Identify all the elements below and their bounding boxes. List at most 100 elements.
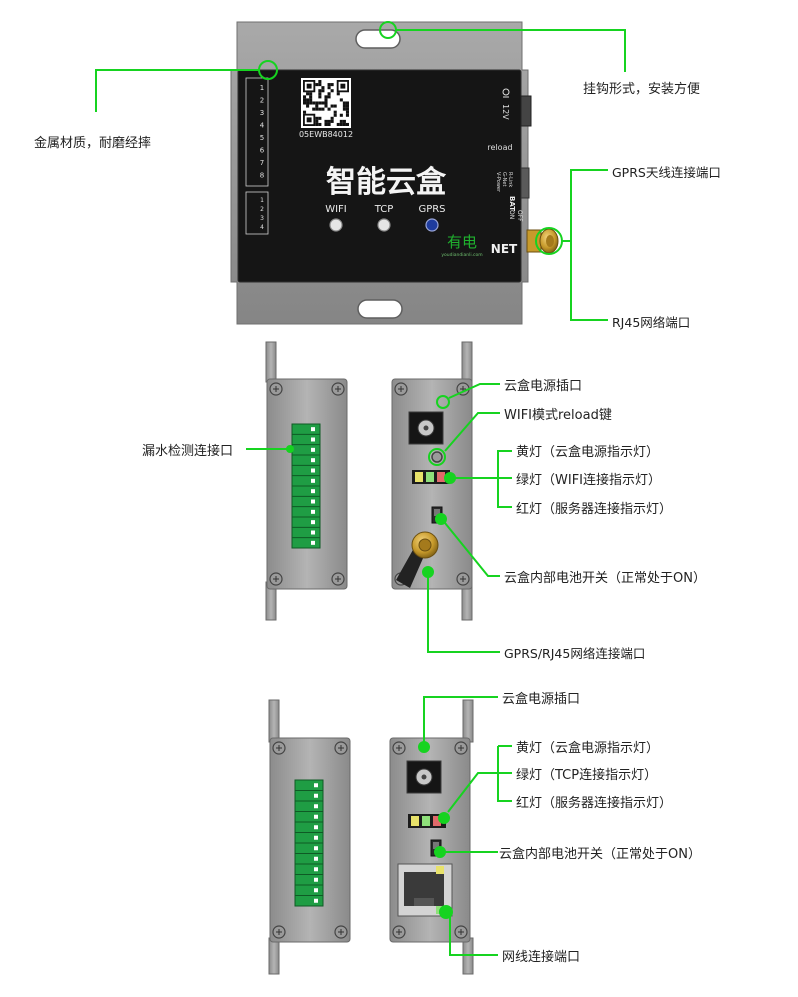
callout-circle-power-gprs xyxy=(436,395,450,409)
terminal-screw xyxy=(314,867,318,872)
callout-dot-rj45-port xyxy=(439,905,453,919)
label-network-port-rj45: 网线连接端口 xyxy=(502,950,581,965)
label-red-led-gprs: 红灯（服务器连接指示灯） xyxy=(516,502,673,517)
switch-on-label: ON xyxy=(508,210,515,219)
power-socket-gprs xyxy=(408,411,444,445)
terminal-screw xyxy=(311,540,315,545)
side-view-rj45 xyxy=(389,737,471,943)
switch-off-label: OFF xyxy=(516,210,523,222)
side-view-terminal-2 xyxy=(268,699,474,975)
side-power-connector xyxy=(520,95,532,127)
qr-code: 05EWB84012 xyxy=(299,78,353,139)
pin-digit: 8 xyxy=(260,172,264,180)
terminal-screw xyxy=(311,458,315,463)
side2-bracket-tab-bottom-left xyxy=(268,937,280,975)
terminal-screw xyxy=(311,437,315,442)
pin-digit: 1 xyxy=(260,84,264,92)
terminal-screw xyxy=(311,520,315,525)
terminal-screw xyxy=(314,877,318,882)
terminal-screw xyxy=(314,856,318,861)
led-legend-power: V-Power xyxy=(495,172,501,193)
led-green-gprs xyxy=(426,472,434,482)
indicator-led-gprs xyxy=(425,218,439,232)
terminal-screw xyxy=(311,489,315,494)
side-view-terminal-1 xyxy=(265,341,473,621)
label-yellow-led-rj45: 黄灯（云盒电源指示灯） xyxy=(516,741,660,756)
terminal-screw xyxy=(314,783,318,788)
terminal-screw xyxy=(314,804,318,809)
label-rj45: RJ45网络端口 xyxy=(612,315,691,330)
pin-digit: 4 xyxy=(260,122,265,130)
indicator-label-tcp: TCP xyxy=(374,204,394,215)
label-gprs-antenna: GPRS天线连接端口 xyxy=(612,165,721,180)
net-label: NET xyxy=(491,242,518,256)
side-bracket-tab-top-right xyxy=(461,341,473,383)
indicator-label-gprs: GPRS xyxy=(418,204,445,215)
reload-button-gprs xyxy=(431,451,443,463)
led-green-rj45 xyxy=(422,816,430,826)
led-yellow-gprs xyxy=(415,472,423,482)
pin-digit-lower: 2 xyxy=(260,206,264,213)
annotation-leaders xyxy=(95,21,626,956)
label-battery-switch-rj45: 云盒内部电池开关（正常处于ON） xyxy=(499,847,701,862)
power-label: 12V xyxy=(501,104,510,120)
pin-digit: 2 xyxy=(260,97,264,105)
callout-dot-switch-gprs xyxy=(435,513,447,525)
led-legend-link: R-Link xyxy=(507,172,513,187)
brand-logo: 有电 xyxy=(447,233,477,251)
led-red-gprs xyxy=(437,472,445,482)
pin-digit: 7 xyxy=(260,159,264,167)
pin-digit-lower: 1 xyxy=(260,197,264,204)
indicator-led-tcp xyxy=(377,218,391,232)
label-wifi-reload: WIFI模式reload键 xyxy=(504,408,612,423)
callout-dot-connector-gprs xyxy=(422,566,434,578)
leak-terminal-block-1 xyxy=(291,423,321,549)
terminal-screw xyxy=(314,814,318,819)
led-legend-group: V-Power G-Net R-Link xyxy=(495,172,513,193)
label-green-led-rj45: 绿灯（TCP连接指示灯） xyxy=(516,768,658,783)
reload-label: reload xyxy=(487,143,512,152)
callout-dot-led-gprs xyxy=(444,472,456,484)
label-network-port-gprs: GPRS/RJ45网络连接端口 xyxy=(504,646,646,661)
side-switch-connector xyxy=(520,167,530,199)
gprs-antenna-connector xyxy=(526,228,559,254)
terminal-screw xyxy=(311,478,315,483)
led-legend-net: G-Net xyxy=(501,172,507,186)
terminal-screw xyxy=(311,427,315,432)
rj45-led-yellow xyxy=(436,866,444,874)
label-green-led-gprs: 绿灯（WIFI连接指示灯） xyxy=(516,473,661,488)
terminal-screw xyxy=(314,793,318,798)
leak-terminal-block-2 xyxy=(294,779,324,907)
terminal-screw xyxy=(311,509,315,514)
pin-digit: 5 xyxy=(260,134,264,142)
qr-serial-text: 05EWB84012 xyxy=(299,130,353,139)
terminal-screw xyxy=(311,447,315,452)
callout-dot-switch-rj45 xyxy=(434,846,446,858)
callout-dot-led-rj45 xyxy=(438,812,450,824)
label-yellow-led-gprs: 黄灯（云盒电源指示灯） xyxy=(516,445,660,460)
terminal-screw xyxy=(311,499,315,504)
terminal-screw xyxy=(314,898,318,903)
label-battery-switch-gprs: 云盒内部电池开关（正常处于ON） xyxy=(504,571,706,586)
led-yellow-rj45 xyxy=(411,816,419,826)
terminal-screw xyxy=(314,835,318,840)
label-power-socket-rj45: 云盒电源插口 xyxy=(502,692,581,707)
pin-digit-lower: 3 xyxy=(260,215,264,222)
callout-circle-reload xyxy=(428,448,446,466)
power-socket-rj45 xyxy=(406,760,442,794)
power-jack-icon xyxy=(502,88,510,98)
pin-digit-lower: 4 xyxy=(260,224,264,231)
terminal-screw xyxy=(314,846,318,851)
side-view-gprs xyxy=(391,378,473,590)
device-title: 智能云盒 xyxy=(326,165,447,200)
terminal-screw xyxy=(314,888,318,893)
led-strip-rj45 xyxy=(408,814,446,828)
indicator-led-wifi xyxy=(329,218,343,232)
indicator-label-wifi: WIFI xyxy=(325,204,347,215)
callout-dot-leak-1 xyxy=(286,445,294,453)
bat-label: BAT xyxy=(508,196,516,211)
label-power-socket-gprs: 云盒电源插口 xyxy=(504,379,583,394)
